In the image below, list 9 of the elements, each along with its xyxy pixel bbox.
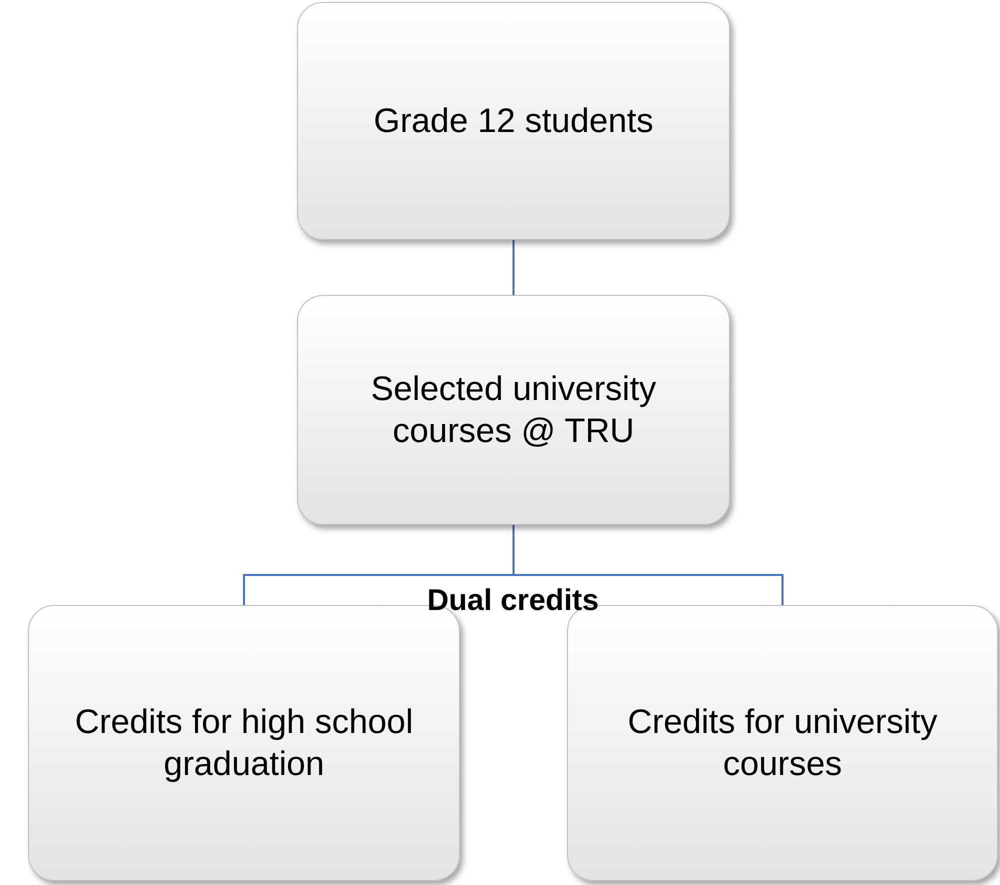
box-text: Selected university courses @ TRU (370, 368, 658, 452)
process-box (297, 295, 730, 525)
box-text: Credits for high school graduation (74, 702, 414, 785)
process-box (297, 2, 730, 240)
branch-label: Dual credits (426, 583, 600, 619)
connector-line (512, 525, 784, 605)
box-text: Grade 12 students (374, 100, 654, 142)
box-text: Credits for university courses (626, 702, 938, 785)
connector-line (512, 240, 514, 295)
